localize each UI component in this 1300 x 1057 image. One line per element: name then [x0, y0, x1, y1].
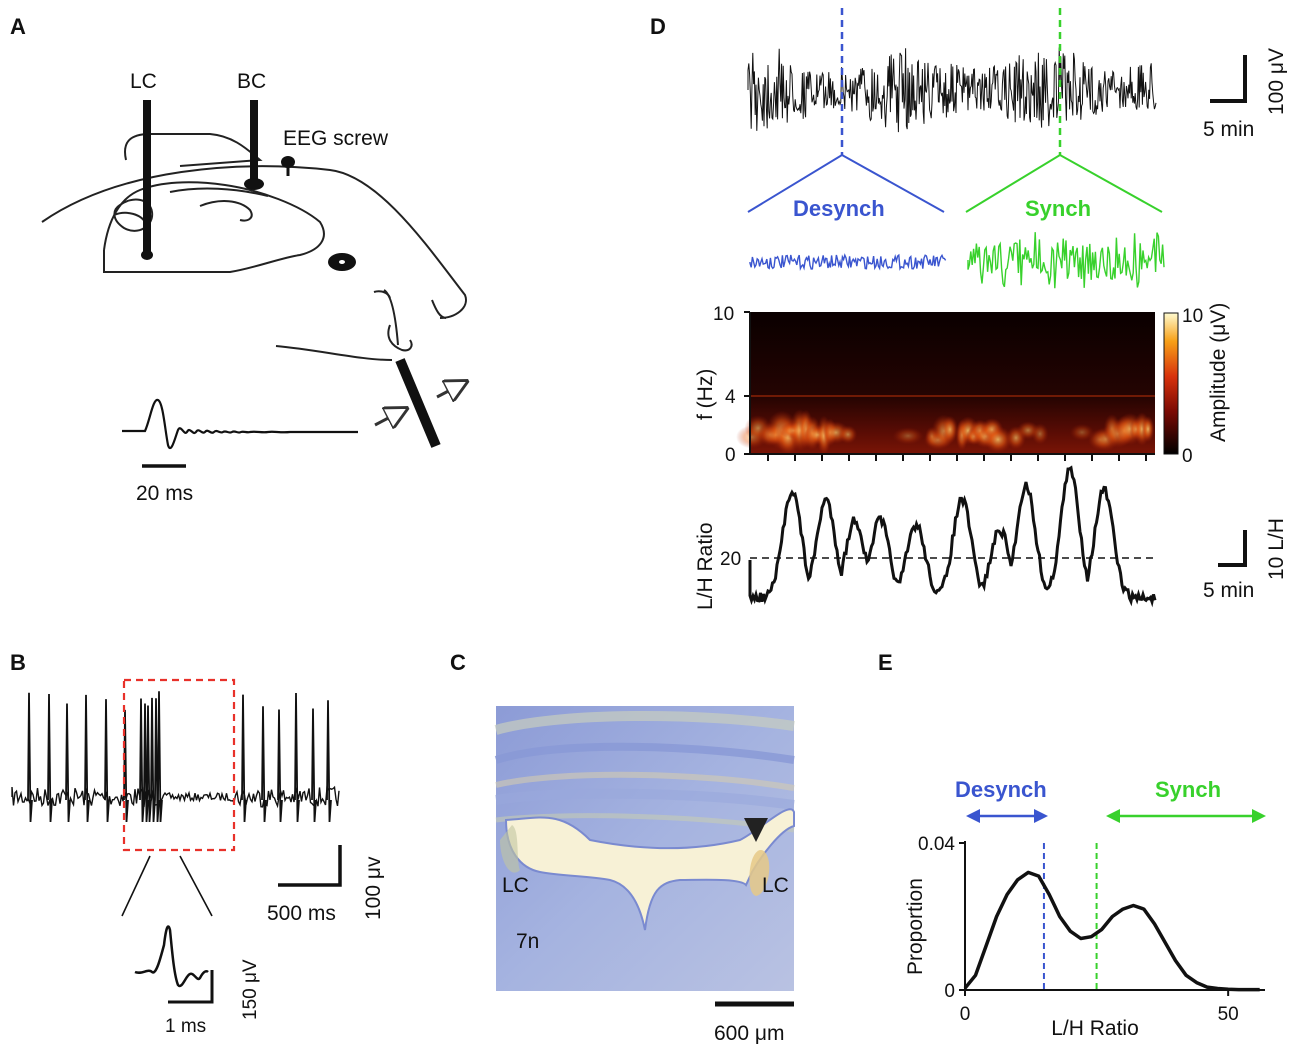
label-bc-electrode: BC: [237, 70, 266, 93]
lc-unit-trace: [11, 691, 340, 823]
scale-label-b-amp: 100 μv: [362, 856, 385, 920]
desynch-title: Desynch: [793, 196, 885, 221]
region-lc-left: LC: [502, 874, 529, 897]
scale-label-c: 600 μm: [714, 1022, 784, 1045]
arrow-right-icon: [436, 386, 458, 397]
scale-label-d-amp: 100 μV: [1265, 48, 1288, 115]
region-7n: 7n: [516, 930, 539, 953]
spike-mark: [150, 697, 156, 823]
synch-range-arrow-icon: [1106, 809, 1266, 823]
spectrogram-axes: [744, 311, 1155, 455]
spike-mark: [139, 698, 145, 823]
panel-label-d: D: [650, 14, 666, 39]
lh-ratio-histogram: 0 0.04 0 50L/H Ratio Proportion: [904, 834, 1265, 1040]
label-lc-electrode: LC: [130, 70, 157, 93]
label-eeg-screw: EEG screw: [283, 127, 389, 150]
spike-mark: [84, 694, 90, 823]
lc-electrode-tip: [141, 250, 153, 260]
ratio-scale-time: 5 min: [1203, 579, 1254, 602]
scale-bar-b: [278, 845, 342, 887]
spike-mark: [146, 705, 152, 823]
panel-label-a: A: [10, 14, 26, 39]
e-xtick-label: 0: [960, 1004, 971, 1025]
spike-mark: [311, 708, 317, 823]
bc-electrode-tip: [244, 178, 264, 190]
desynch-zoom-lines: [747, 153, 945, 213]
e-xtick-label: 50: [1218, 1004, 1239, 1025]
panel-label-b: B: [10, 650, 26, 675]
spike-mark: [326, 700, 332, 823]
spike-mark: [294, 692, 300, 823]
spike-mark: [143, 703, 149, 823]
panel-label-e: E: [878, 650, 893, 675]
lh-ratio-trace: [748, 465, 1157, 608]
panel-d: D 5 min 100 μV Desynch Synch 10 4 0 f: [650, 8, 1288, 610]
panel-c: C LC LC 7n 600 μm: [450, 650, 795, 1045]
e-xlabel: L/H Ratio: [1051, 1017, 1139, 1040]
e-ytick-label: 0: [944, 981, 955, 1002]
synch-trace: [967, 232, 1165, 289]
spec-ytick-0: 0: [725, 445, 736, 466]
synch-zoom-lines: [965, 153, 1163, 213]
scale-label-d-time: 5 min: [1203, 118, 1254, 141]
eeg-trace: [747, 47, 1157, 133]
scale-label-b-inset-amp: 150 μV: [240, 959, 261, 1020]
spec-ytick-4: 4: [725, 387, 736, 408]
ratio-ylabel: L/H Ratio: [694, 522, 717, 610]
colorbar-tick-min: 0: [1182, 446, 1193, 467]
eeg-screw-shape: [281, 156, 295, 168]
panel-e: E Desynch Synch 0 0.04 0 50L/H Ratio Proport…: [878, 650, 1266, 1040]
synch-title: Synch: [1025, 196, 1091, 221]
colorbar-tick-max: 10: [1182, 306, 1203, 327]
colorbar: [1163, 312, 1179, 455]
e-synch-title: Synch: [1155, 777, 1221, 802]
panel-b: B 1 ms 150 μV 500 ms 100 μv: [10, 650, 385, 1037]
arrow-left-icon: [374, 413, 398, 425]
spike-waveform: [134, 925, 209, 988]
panel-label-c: C: [450, 650, 466, 675]
spike-mark: [157, 691, 163, 823]
histology-image: [494, 706, 795, 991]
scale-label-a: 20 ms: [136, 482, 193, 505]
colorbar-label: Amplitude (μV): [1207, 303, 1230, 442]
spike-mark: [104, 699, 110, 823]
electrode-track-arrowhead-icon: [744, 818, 768, 842]
spike-mark: [277, 709, 283, 823]
scale-label-b-time: 500 ms: [267, 902, 336, 925]
eye-highlight: [339, 260, 345, 264]
spike-mark: [241, 694, 247, 823]
region-lc-right: LC: [762, 874, 789, 897]
whisker-stimulator: [374, 324, 458, 448]
zoom-line-left: [121, 855, 151, 917]
panel-a: A LC BC EEG screw: [10, 14, 466, 505]
scale-bar-b-inset: [168, 970, 214, 1004]
e-ylabel: Proportion: [904, 878, 927, 975]
scale-label-b-inset-time: 1 ms: [165, 1016, 206, 1037]
zoom-box: [122, 678, 236, 852]
spike-mark: [261, 706, 267, 823]
spectrogram: [736, 312, 1155, 456]
spike-mark: [27, 692, 33, 823]
ratio-tick-20: 20: [720, 549, 741, 570]
spec-ytick-10: 10: [713, 304, 734, 325]
e-distribution-line: [963, 870, 1260, 992]
ratio-scale-amp: 10 L/H: [1265, 518, 1288, 580]
desynch-trace: [749, 253, 947, 272]
spectrogram-x-ticks: [767, 454, 1147, 461]
zoom-line-right: [179, 855, 213, 917]
e-ytick-label: 0.04: [918, 834, 955, 855]
spike-mark: [65, 703, 71, 823]
spec-ylabel: f (Hz): [694, 369, 717, 420]
spike-mark: [154, 698, 160, 823]
scale-bar-d-ratio: [1218, 530, 1247, 567]
scale-bar-d-eeg: [1210, 55, 1247, 103]
spike-mark: [47, 693, 53, 823]
desynch-range-arrow-icon: [966, 809, 1048, 823]
e-desynch-title: Desynch: [955, 777, 1047, 802]
whisker-evoked-trace: [122, 398, 358, 450]
